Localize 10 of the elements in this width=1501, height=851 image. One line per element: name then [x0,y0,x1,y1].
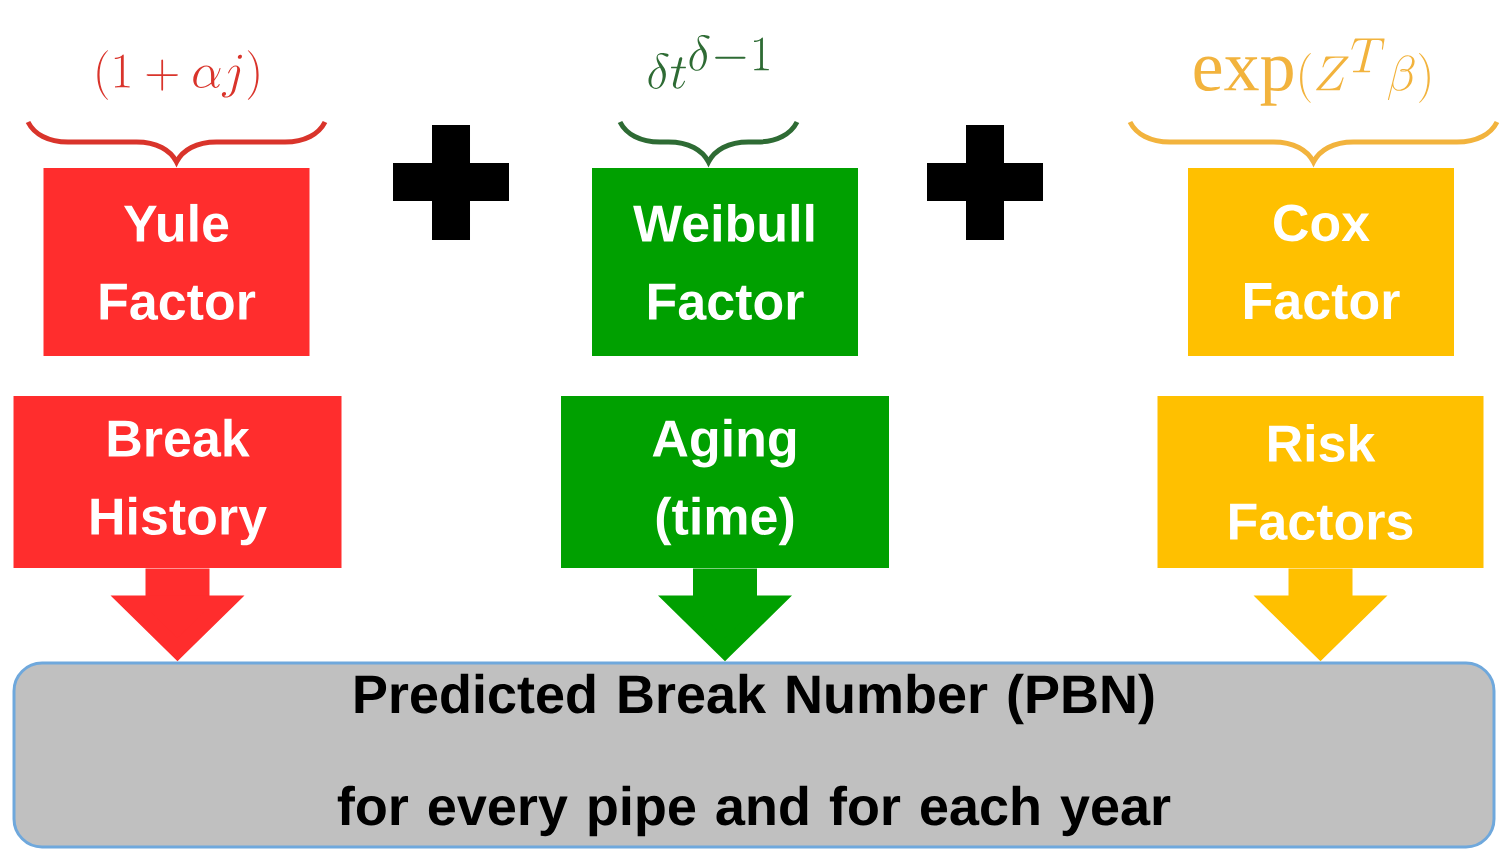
formula: $\exp(Z^T\beta)$ [1194,38,1430,106]
input-box: Break History [13,396,342,568]
input-box: Risk Factors [1157,396,1484,568]
formula: $(1+\alpha j)$ [97,50,259,100]
result-box: Predicted Break Number (PBN) for every pipe and for each year [12,661,1496,849]
formula: $\delta t^{\delta-1}$ [648,34,769,89]
input-box: Aging (time) [561,396,889,568]
factor-box: Weibull Factor [592,168,858,356]
factor-box: Cox Factor [1188,168,1454,356]
factor-box: Yule Factor [43,168,310,356]
